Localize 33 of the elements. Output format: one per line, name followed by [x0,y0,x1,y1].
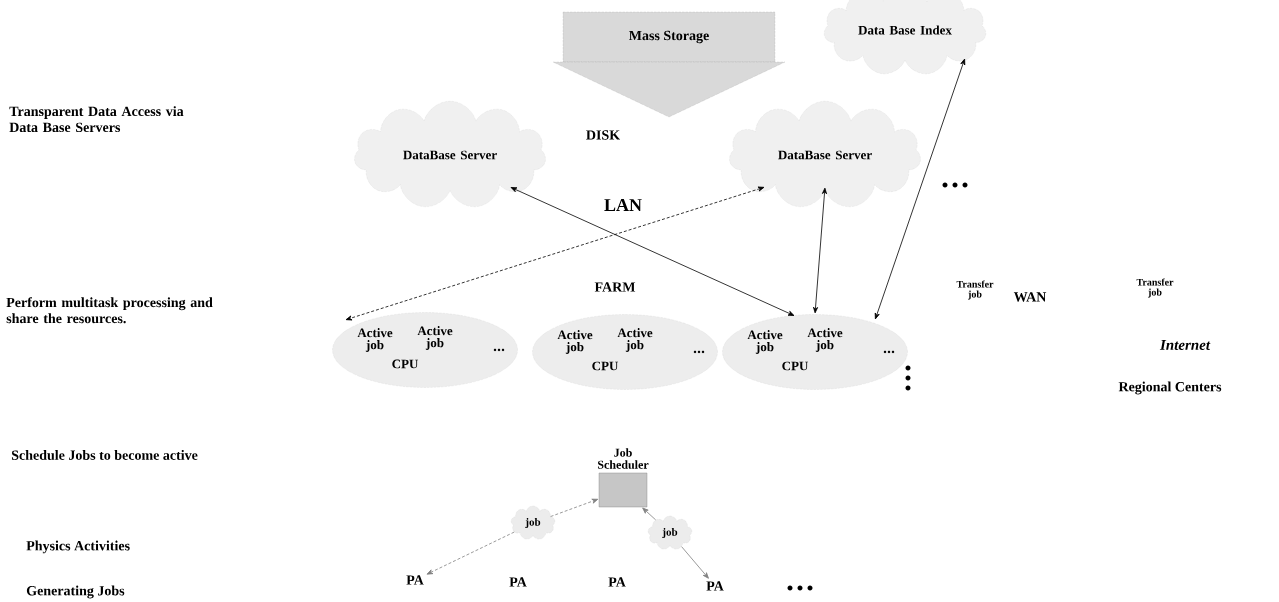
text-label: WAN [1013,292,1047,302]
arrow [681,546,709,579]
arrow [345,186,765,321]
arrow [874,58,966,320]
node-label: Mass Storage [629,30,709,44]
text-label: Generating Jobs [26,585,125,599]
text-label: Transfer job [1136,278,1174,298]
arrow [510,187,795,316]
node-label: PA [406,575,424,585]
node-label: PA [706,581,724,591]
job-cloud: job [648,515,693,550]
arrow [813,187,827,314]
text-label: Regional Centers [1118,381,1222,395]
text-label: FARM [594,282,636,292]
job-cloud: job [511,505,556,540]
cpu-cloud: Active job Active job CPU [532,314,718,390]
text-label: Schedule Jobs to become active [11,450,198,460]
text-label: Internet [1159,340,1211,350]
text-label: DISK [586,130,620,140]
scheduler-box: Job Scheduler [598,448,649,508]
arrow [426,531,515,575]
text-label: Perform multitask processing and share the resources. [6,297,213,324]
text-label: PA [509,577,527,587]
text-label: Physics Activities [26,540,130,554]
arrow [550,498,599,517]
cpu-cloud: Active job Active job CPU [722,314,908,390]
cpu-cloud: Active job Active job CPU [332,312,518,388]
text-label: PA [608,577,626,587]
node-label: Job Scheduler [597,448,649,469]
arrow [642,507,657,521]
text-label: LAN [604,199,642,211]
text-label: Transparent Data Access via Data Base Servers [9,106,184,133]
text-label: Transfer job [956,280,994,300]
